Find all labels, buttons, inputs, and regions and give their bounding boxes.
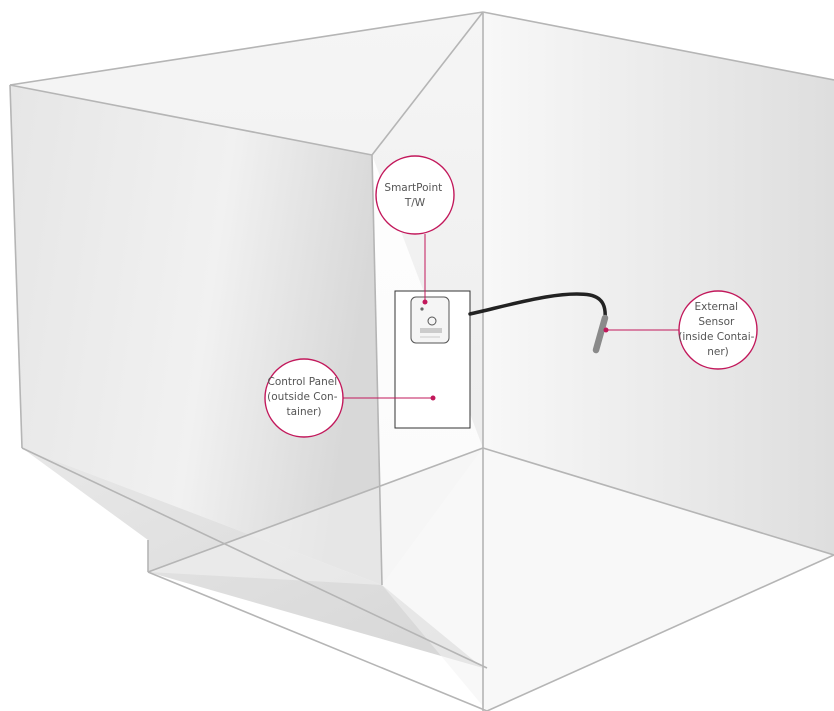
callout-sensor-line-2: Sensor bbox=[698, 316, 735, 328]
container-floor bbox=[148, 448, 834, 711]
device-button bbox=[427, 316, 437, 326]
callout-smartpoint: SmartPoint T/W bbox=[375, 155, 455, 235]
smartpoint-device bbox=[410, 296, 450, 344]
sensor-dot bbox=[603, 327, 609, 333]
control-panel-box bbox=[394, 290, 471, 429]
callout-control-panel: Control Panel (outside Con- tainer) bbox=[264, 358, 344, 438]
container-edges bbox=[9, 11, 834, 711]
callout-control-panel-line-2: (outside Con- bbox=[267, 391, 338, 403]
container-right-wall bbox=[483, 12, 834, 555]
callout-smartpoint-line-2: T/W bbox=[404, 197, 426, 209]
callout-sensor-line-1: External bbox=[695, 301, 739, 313]
control-panel-dot bbox=[430, 395, 436, 401]
callout-sensor-line-3: (inside Contai- bbox=[678, 331, 754, 343]
callout-smartpoint-line-1: SmartPoint bbox=[384, 182, 442, 194]
device-logo bbox=[420, 328, 442, 333]
sensor-cable bbox=[468, 292, 607, 322]
control-panel bbox=[394, 290, 471, 429]
svg-text:SmartPoint T/W: SmartPoint T/W bbox=[384, 182, 445, 209]
smartpoint-dot bbox=[422, 299, 428, 305]
callout-sensor-line-4: ner) bbox=[707, 346, 729, 358]
device-status-led bbox=[420, 307, 424, 311]
callout-leaders bbox=[343, 234, 679, 399]
svg-text:Control Panel (outside C: Control Panel (outside Con- tainer) bbox=[267, 376, 341, 418]
callout-dots bbox=[422, 299, 609, 401]
external-sensor-probe bbox=[592, 314, 609, 354]
callout-control-panel-line-1: Control Panel bbox=[268, 376, 338, 388]
callout-control-panel-line-3: tainer) bbox=[287, 406, 322, 418]
container-left-wall bbox=[10, 85, 382, 585]
svg-text:External Sensor (i: External Sensor (inside Contai- ner) bbox=[678, 301, 758, 358]
callout-external-sensor: External Sensor (inside Contai- ner) bbox=[678, 290, 758, 370]
